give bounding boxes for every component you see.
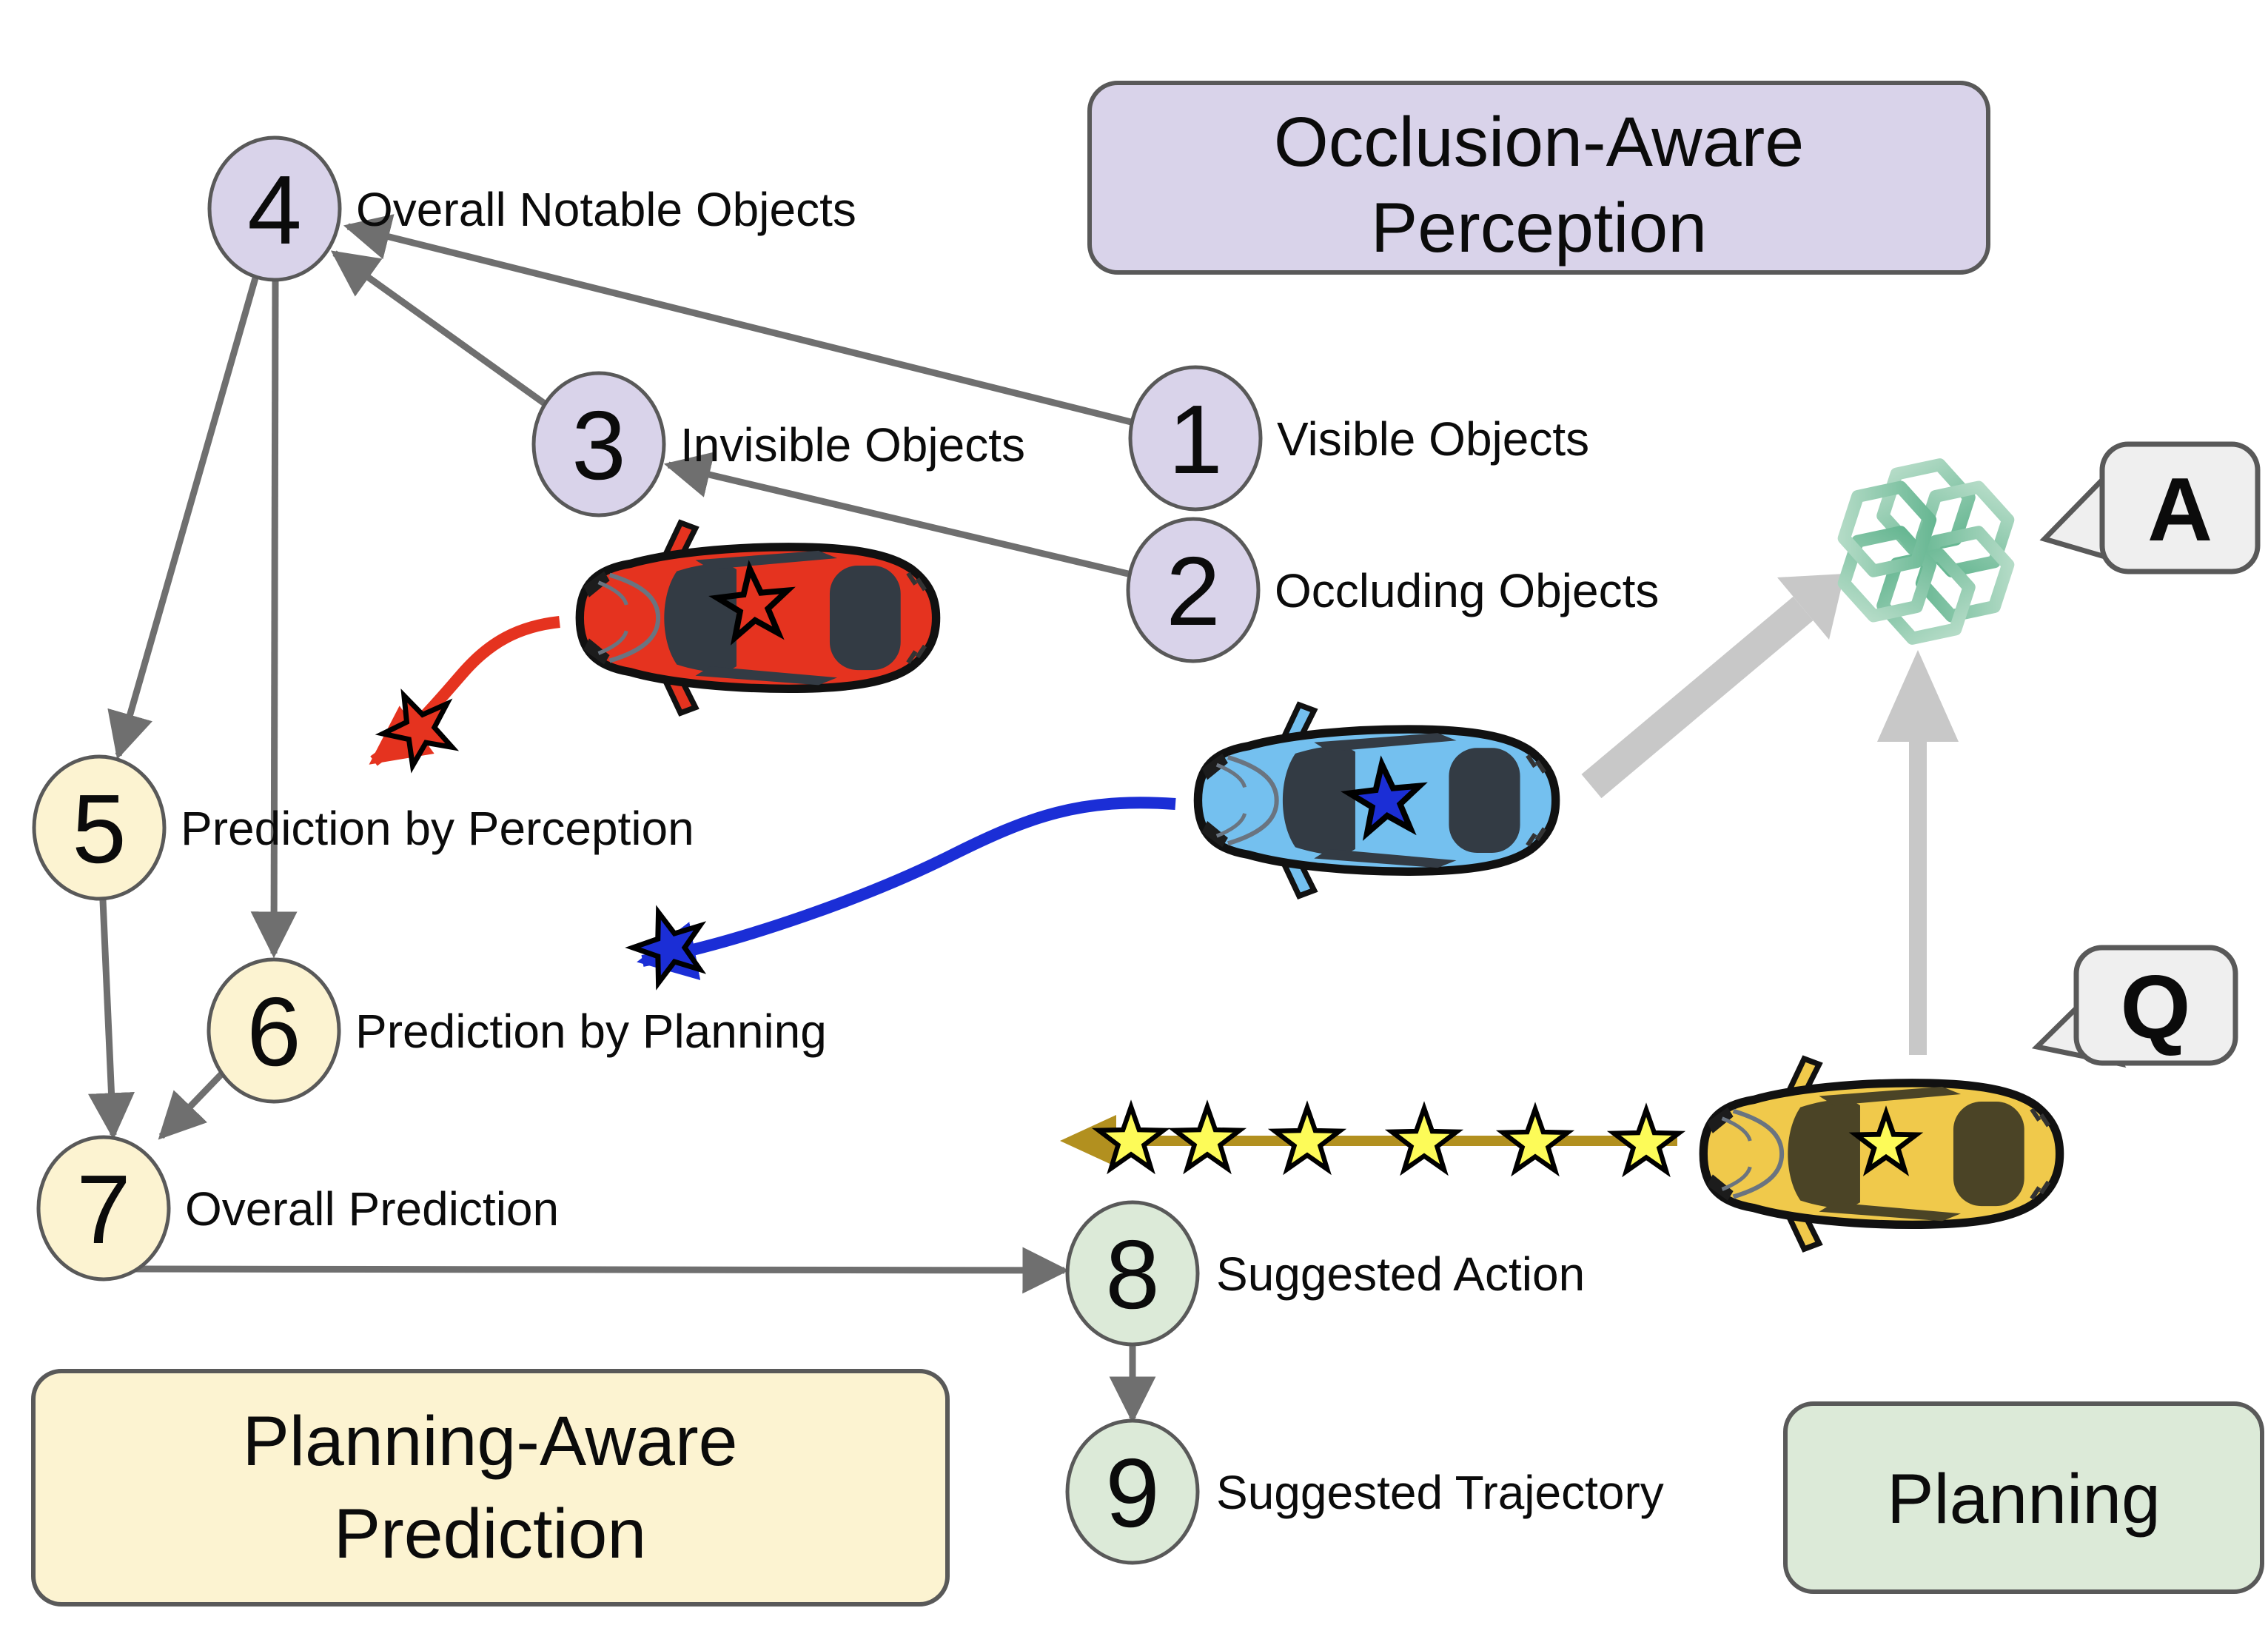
connector-arrows — [88, 214, 1156, 1424]
node-3-number: 3 — [571, 391, 625, 500]
node-prediction-by-planning: 6 Prediction by Planning — [207, 957, 827, 1104]
red-car-icon — [580, 523, 936, 713]
arrow-4-to-6 — [250, 281, 298, 959]
answer-bubble: A — [2039, 441, 2261, 574]
node-5-label: Prediction by Perception — [181, 802, 694, 855]
node-1-number: 1 — [1168, 385, 1222, 494]
node-visible-objects: 1 Visible Objects — [1128, 365, 1589, 512]
planning-box-title: Planning — [1887, 1460, 2161, 1538]
node-prediction-by-perception: 5 Prediction by Perception — [32, 754, 694, 901]
node-3-label: Invisible Objects — [680, 418, 1025, 472]
node-2-label: Occluding Objects — [1275, 564, 1659, 617]
node-8-label: Suggested Action — [1216, 1247, 1585, 1301]
planning-box: Planning — [1783, 1401, 2264, 1594]
node-7-number: 7 — [76, 1155, 130, 1264]
occlusion-box-title-line2: Perception — [1371, 189, 1707, 267]
node-overall-prediction: 7 Overall Prediction — [36, 1135, 559, 1282]
arrow-7-to-8 — [124, 1247, 1070, 1294]
yellow-car-icon — [1703, 1059, 2059, 1249]
blue-car-icon — [1198, 705, 1555, 896]
question-bubble: Q — [2031, 945, 2238, 1068]
node-occluding-objects: 2 Occluding Objects — [1126, 517, 1659, 663]
arrow-4-to-5 — [107, 274, 260, 760]
node-9-label: Suggested Trajectory — [1216, 1466, 1664, 1519]
occlusion-perception-box: Occlusion-Aware Perception — [1087, 81, 1990, 275]
occlusion-box-title-line1: Occlusion-Aware — [1274, 103, 1804, 181]
prediction-box-title-line1: Planning-Aware — [243, 1402, 738, 1481]
node-suggested-action: 8 Suggested Action — [1065, 1200, 1585, 1347]
node-6-label: Prediction by Planning — [355, 1005, 827, 1058]
node-1-label: Visible Objects — [1277, 412, 1589, 466]
arrow-1-to-4 — [343, 214, 1133, 426]
node-8-number: 8 — [1105, 1220, 1159, 1329]
blue-car-to-llm-arrow — [1581, 596, 1814, 799]
node-suggested-trajectory: 9 Suggested Trajectory — [1065, 1418, 1664, 1565]
node-4-label: Overall Notable Objects — [356, 183, 856, 236]
question-bubble-letter: Q — [2121, 956, 2191, 1057]
node-6-number: 6 — [246, 977, 301, 1086]
llm-input-arrows — [1581, 574, 1959, 1055]
answer-bubble-letter: A — [2147, 459, 2212, 560]
planning-aware-prediction-box: Planning-Aware Prediction — [31, 1369, 950, 1607]
node-2-number: 2 — [1166, 537, 1220, 646]
node-9-number: 9 — [1105, 1438, 1159, 1547]
arrow-6-to-7 — [158, 1071, 225, 1140]
node-invisible-objects: 3 Invisible Objects — [531, 371, 1025, 517]
arrow-5-to-7 — [88, 899, 135, 1140]
section-boxes: Occlusion-Aware Perception Planning-Awar… — [31, 81, 2264, 1607]
node-overall-notable-objects: 4 Overall Notable Objects — [207, 135, 856, 282]
node-7-label: Overall Prediction — [185, 1182, 559, 1236]
arrow-2-to-3 — [663, 452, 1130, 577]
node-4-number: 4 — [247, 155, 301, 264]
arrow-3-to-4 — [330, 250, 548, 407]
prediction-box-title-line2: Prediction — [334, 1495, 646, 1573]
node-5-number: 5 — [72, 774, 126, 883]
blue-planning-trajectory — [637, 797, 1176, 980]
suggested-trajectory-arrow — [1060, 1107, 1679, 1171]
openai-logo-icon — [1829, 453, 2022, 650]
